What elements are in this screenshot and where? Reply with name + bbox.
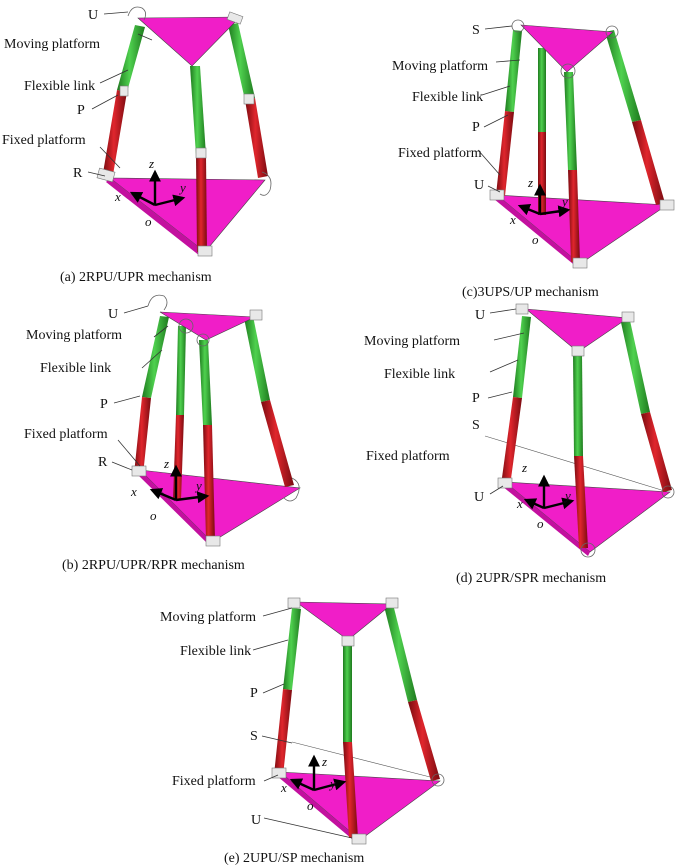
axis-z-label: z — [163, 456, 169, 471]
moving-platform-shape — [137, 16, 241, 67]
label-s: S — [472, 418, 480, 433]
leg-center — [343, 642, 358, 838]
leg-left — [103, 25, 145, 175]
leg-left — [501, 316, 531, 486]
panel-d: z y x o U Moving platform Flexible link … — [364, 303, 675, 586]
label-u-bottom: U — [474, 490, 484, 505]
axis-origin-label: o — [145, 214, 152, 229]
label-r: R — [98, 455, 108, 470]
label-s: S — [250, 729, 258, 744]
panel-c: z y x o S Moving platform Flexible link … — [392, 19, 675, 300]
label-s: S — [472, 23, 480, 38]
panel-e: z y x o Moving platform Flexible link P … — [160, 597, 445, 866]
label-flexible-link: Flexible link — [24, 79, 95, 94]
leg-left — [274, 608, 301, 776]
label-u: U — [474, 178, 484, 193]
x-axis-arrow — [129, 191, 156, 207]
label-flexible-link: Flexible link — [180, 644, 251, 659]
axis-x-label: x — [509, 212, 516, 227]
caption-b: (b) 2RPU/UPR/RPR mechanism — [62, 558, 245, 573]
label-moving-platform: Moving platform — [26, 328, 122, 343]
axis-y-label: y — [560, 194, 568, 209]
fixed-platform-shape — [139, 469, 301, 543]
label-u: U — [88, 8, 98, 23]
label-u-top: U — [475, 308, 485, 323]
axis-z-label: z — [527, 175, 533, 190]
axis-x-label: x — [516, 496, 523, 511]
label-u: U — [108, 307, 118, 322]
label-u: U — [251, 813, 261, 828]
label-fixed-platform: Fixed platform — [172, 774, 256, 789]
label-p: P — [472, 391, 480, 406]
leg-center — [573, 354, 588, 548]
leg-left — [134, 316, 169, 475]
label-moving-platform: Moving platform — [364, 334, 460, 349]
axis-z-label: z — [521, 460, 527, 475]
axis-z-label: z — [321, 754, 327, 769]
axis-origin-label: o — [150, 508, 157, 523]
axis-y-label: y — [178, 180, 186, 195]
label-moving-platform: Moving platform — [160, 610, 256, 625]
leg-right — [384, 604, 440, 781]
fixed-platform-shape — [496, 194, 668, 265]
label-p: P — [100, 397, 108, 412]
axis-x-label: x — [130, 484, 137, 499]
leg-left — [496, 30, 522, 196]
label-fixed-platform: Fixed platform — [24, 427, 108, 442]
leg-right — [244, 316, 294, 487]
label-p: P — [77, 103, 85, 118]
leg-right — [620, 316, 672, 492]
leg-right — [228, 23, 268, 178]
caption-d: (d) 2UPR/SPR mechanism — [456, 571, 606, 586]
panel-a: z y x o U Moving platform Flexible link … — [2, 6, 272, 285]
label-fixed-platform: Fixed platform — [398, 146, 482, 161]
label-moving-platform: Moving platform — [392, 59, 488, 74]
leg-middle — [190, 66, 207, 252]
axis-y-label: y — [328, 776, 336, 791]
label-fixed-platform: Fixed platform — [366, 449, 450, 464]
fixed-platform-shape — [279, 771, 441, 841]
moving-platform-shape — [525, 308, 629, 353]
label-fixed-platform: Fixed platform — [2, 133, 86, 148]
caption-c: (c)3UPS/UP mechanism — [462, 285, 599, 300]
panel-b: z y x o U Moving platform Flexible link … — [24, 294, 301, 573]
axis-y-label: y — [194, 478, 202, 493]
label-flexible-link: Flexible link — [40, 361, 111, 376]
axis-z-label: z — [148, 156, 154, 171]
label-r: R — [73, 166, 83, 181]
axis-y-label: y — [563, 488, 571, 503]
label-p: P — [250, 686, 258, 701]
axis-origin-label: o — [532, 232, 539, 247]
label-p: P — [472, 120, 480, 135]
label-flexible-link: Flexible link — [412, 90, 483, 105]
y-axis-arrow — [154, 194, 186, 207]
leg-right — [605, 30, 665, 205]
caption-e: (e) 2UPU/SP mechanism — [224, 851, 364, 866]
label-flexible-link: Flexible link — [384, 367, 455, 382]
leg-center — [199, 340, 215, 540]
axis-x-label: x — [114, 189, 121, 204]
axis-x-label: x — [280, 780, 287, 795]
axis-origin-label: o — [307, 798, 314, 813]
leg-center — [564, 72, 580, 262]
axis-origin-label: o — [537, 516, 544, 531]
label-moving-platform: Moving platform — [4, 37, 100, 52]
caption-a: (a) 2RPU/UPR mechanism — [60, 270, 212, 285]
moving-platform-shape — [295, 601, 393, 641]
moving-platform-shape — [520, 24, 614, 73]
